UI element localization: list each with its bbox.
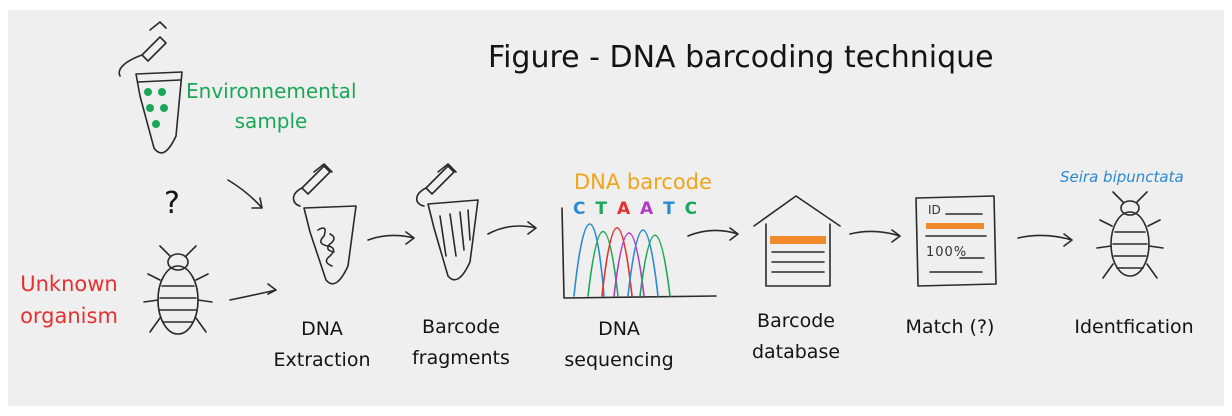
sequence-letters: C T A A T C xyxy=(573,199,699,219)
arrow-icon xyxy=(849,229,901,243)
environmental-sample-label: Environnemental sample xyxy=(186,79,357,133)
chromatogram-icon xyxy=(561,207,717,299)
match-document-icon xyxy=(915,195,997,287)
arrow-icon xyxy=(229,283,277,301)
identified-organism-icon xyxy=(1096,191,1164,279)
step-dna-extraction: DNA Extraction xyxy=(273,318,371,371)
figure-title: Figure - DNA barcoding technique xyxy=(488,40,994,75)
extraction-tube-icon xyxy=(292,163,357,285)
step-barcode-database: Barcode database xyxy=(751,310,841,363)
arrow-icon xyxy=(1017,233,1073,247)
arrow-icon xyxy=(687,227,739,241)
diagram-canvas xyxy=(8,10,1224,406)
seq-letter: T xyxy=(663,199,677,219)
arrow-icon xyxy=(227,179,263,209)
environmental-tube-icon xyxy=(118,21,183,154)
arrow-icon xyxy=(367,231,415,245)
arrow-icon xyxy=(487,221,537,235)
step-match: Match (?) xyxy=(905,316,995,338)
seq-letter: C xyxy=(573,199,588,219)
seq-letter: A xyxy=(616,199,633,219)
document-id-text: ID xyxy=(928,203,941,217)
unknown-organism-label: Unknown organism xyxy=(20,272,118,328)
database-icon xyxy=(753,195,841,287)
seq-letter: A xyxy=(640,199,656,219)
step-dna-sequencing: DNA sequencing xyxy=(564,318,674,371)
seq-letter: T xyxy=(595,199,610,219)
question-mark: ? xyxy=(164,186,180,221)
step-identification: Identfication xyxy=(1074,316,1194,338)
fragments-tube-icon xyxy=(415,163,479,281)
species-name: Seira bipunctata xyxy=(1060,168,1184,186)
step-barcode-fragments: Barcode fragments xyxy=(412,316,510,369)
unknown-organism-icon xyxy=(143,245,213,335)
dna-barcode-label: DNA barcode xyxy=(574,170,712,194)
document-percent-text: 100% xyxy=(926,245,968,260)
seq-letter: C xyxy=(684,199,700,219)
